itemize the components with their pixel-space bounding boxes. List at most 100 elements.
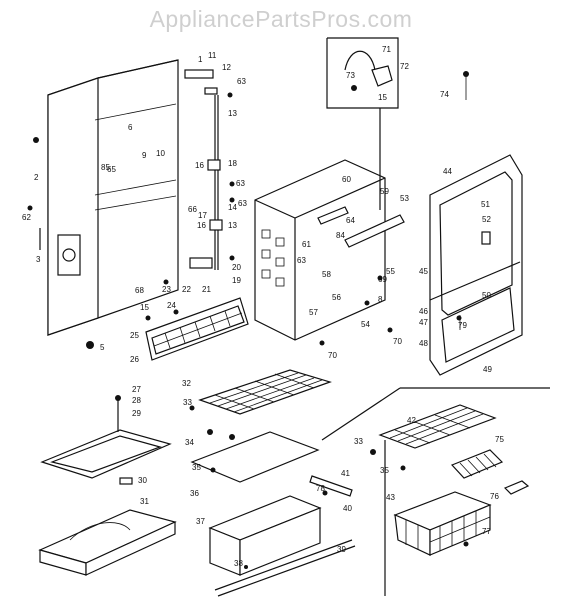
glass-shelf [190,431,320,483]
part-label: 46 [419,307,428,316]
part-label: 57 [309,308,318,317]
part-label: 32 [182,379,191,388]
part-label: 35 [192,463,201,472]
part-label: 41 [341,469,350,478]
part-label: 23 [162,285,171,294]
part-label: 29 [132,409,141,418]
part-label: 22 [182,285,191,294]
part-label: 54 [361,320,370,329]
part-label: 76 [490,492,499,501]
part-label: 3 [36,255,41,264]
part-label: 28 [132,396,141,405]
bottom-pan [38,477,177,576]
part-label: 61 [302,240,311,249]
part-label: 43 [386,493,395,502]
part-label: 18 [228,159,237,168]
part-label: 27 [132,385,141,394]
part-label: 13 [228,109,237,118]
part-label: 79 [458,321,467,330]
part-label: 6 [128,123,133,132]
part-label: 37 [196,517,205,526]
part-label: 11 [208,51,217,60]
section-divider [321,387,550,596]
part-label: 49 [483,365,492,374]
part-label: 25 [130,331,139,340]
kick-grille [145,297,249,361]
part-label: 13 [228,221,237,230]
wire-shelf-center [198,369,332,415]
part-label: 68 [135,286,144,295]
part-label: 36 [190,489,199,498]
part-label: 38 [234,559,243,568]
wire-basket [393,491,492,556]
ice-maker-inset [326,37,469,210]
part-label: 5 [100,343,105,352]
part-label: 26 [130,355,139,364]
part-label: 44 [443,167,452,176]
part-label: 33 [183,398,192,407]
part-label: 56 [332,293,341,302]
part-label: 16 [197,221,206,230]
part-label: 60 [342,175,351,184]
part-labels: 1 2 3 5 6 8 9 10 11 12 13 13 14 15 15 16… [22,45,504,568]
part-label: 42 [407,416,416,425]
part-label: 17 [198,211,207,220]
part-label: 77 [482,527,491,536]
freezer-door [429,154,523,376]
part-label: 53 [400,194,409,203]
shelf-rail [309,475,353,497]
part-label: 73 [346,71,355,80]
part-label: 10 [156,149,165,158]
part-label: 15 [378,93,387,102]
part-label: 8 [378,295,383,304]
part-label: 14 [228,203,237,212]
part-label: 52 [482,215,491,224]
part-label: 30 [138,476,147,485]
hardware-fasteners [27,137,469,569]
part-label: 33 [354,437,363,446]
part-label: 78 [316,484,325,493]
part-label: 24 [167,301,176,310]
part-label: 63 [238,199,247,208]
cabinet-shell [39,59,179,336]
part-label: 63 [297,256,306,265]
part-label: 58 [322,270,331,279]
freezer-liner [254,159,405,341]
ice-tray [40,395,172,479]
part-label: 48 [419,339,428,348]
part-label: 62 [22,213,31,222]
part-label: 59 [380,187,389,196]
crisper-drawer [208,495,356,597]
part-label: 72 [400,62,409,71]
part-label: 39 [337,545,346,554]
part-label: 40 [343,504,352,513]
part-label: 12 [222,63,231,72]
part-label: 47 [419,318,428,327]
part-label: 84 [336,231,345,240]
part-label: 34 [185,438,194,447]
part-label: 2 [34,173,39,182]
part-label: 35 [380,466,389,475]
part-label: 31 [140,497,149,506]
part-label: 85 [101,163,110,172]
part-label: 50 [482,291,491,300]
part-label: 55 [386,267,395,276]
part-label: 63 [236,179,245,188]
part-label: 9 [142,151,147,160]
part-label: 69 [378,275,387,284]
watermark: AppliancePartsPros.com [149,6,413,32]
part-label: 64 [346,216,355,225]
part-label: 15 [140,303,149,312]
part-label: 20 [232,263,241,272]
part-label: 51 [481,200,490,209]
part-label: 70 [393,337,402,346]
wire-shelf-right [378,404,497,449]
ice-rack [450,449,530,495]
part-label: 1 [198,55,203,64]
part-label: 65 [107,165,116,174]
hinge-rod-assembly [163,69,235,285]
part-label: 75 [495,435,504,444]
part-label: 74 [440,90,449,99]
part-label: 66 [188,205,197,214]
